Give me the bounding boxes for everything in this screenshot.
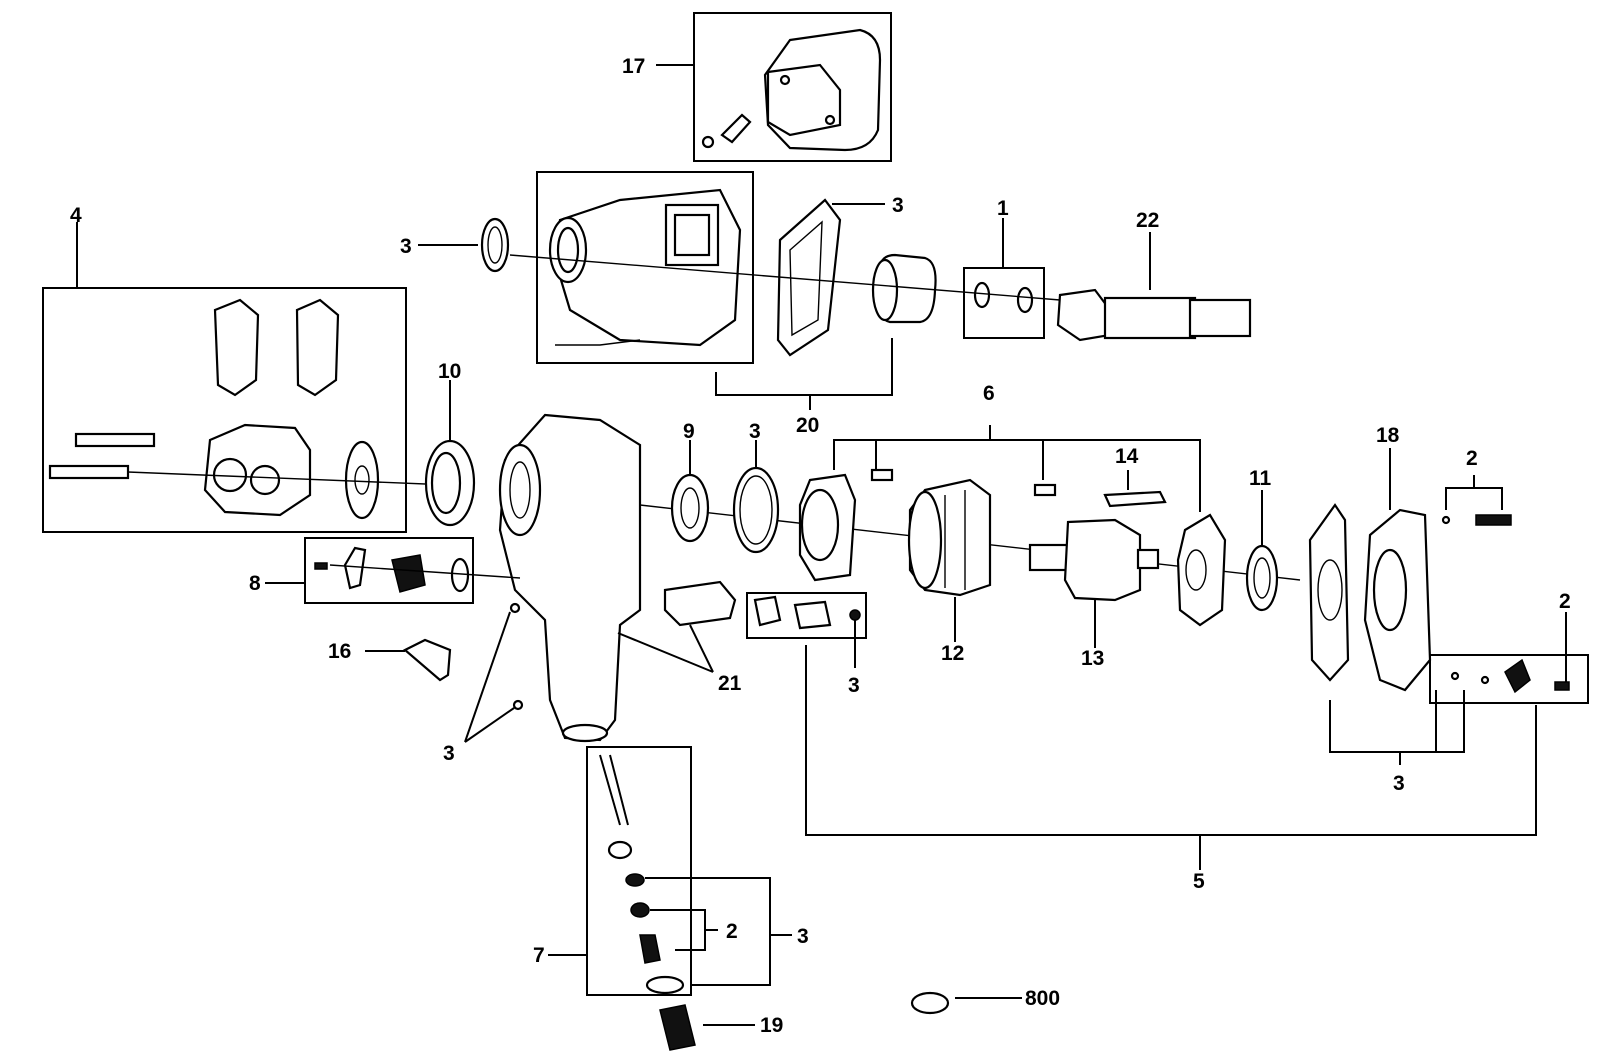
label-2: 2 [726,920,738,943]
label-800: 800 [1025,987,1060,1010]
seal-ring [480,217,510,273]
part-8-valve-box [304,537,521,604]
label-3: 3 [400,235,412,258]
label-9: 9 [683,420,695,443]
label-8: 8 [249,572,261,595]
bearing-11 [1245,544,1279,612]
label-12: 12 [941,642,964,665]
inlet-fitting [659,1004,696,1051]
label-10: 10 [438,360,461,383]
label-19: 19 [760,1014,783,1037]
label-3: 3 [797,925,809,948]
main-housing [498,413,642,743]
label-21: 21 [718,672,742,695]
label-14: 14 [1115,445,1139,468]
label-11: 11 [1249,467,1272,490]
part-4-hammer-box [42,287,451,533]
label-7: 7 [533,944,545,967]
rear-gasket-plate [1308,503,1350,682]
front-end-plate [798,473,857,582]
label-13: 13 [1081,647,1104,670]
label-4: 4 [70,204,82,227]
rear-end-plate [1176,513,1227,627]
label-5: 5 [1193,870,1205,893]
label-3: 3 [443,742,455,765]
back-cap [1363,508,1432,692]
label-3: 3 [1393,772,1405,795]
part-800 [910,991,950,1015]
label-3: 3 [749,420,761,443]
part-7-inlet-box [586,746,692,996]
anvil [1056,288,1252,342]
label-17: 17 [622,55,645,78]
seal-9 [670,473,710,543]
label-6: 6 [983,382,995,405]
bearing [424,439,476,527]
label-16: 16 [328,640,351,663]
rotor [1028,518,1160,602]
label-1: 1 [997,197,1009,220]
reverse-valve [663,580,737,627]
front-housing-box [536,171,754,364]
cylinder [907,478,992,597]
label-2: 2 [1559,590,1571,613]
gasket [776,198,842,357]
label-18: 18 [1376,424,1400,447]
label-2: 2 [1466,447,1478,470]
vane [1103,490,1167,508]
part-17-assembly [693,12,892,162]
trigger [403,638,452,682]
label-3: 3 [892,194,904,217]
label-20: 20 [796,414,819,437]
right-screw-box [1429,654,1589,704]
valve-box [746,592,867,639]
callout-labels: 17 3 3 1 22 4 10 20 6 9 3 14 11 18 2 8 1… [70,55,1571,1037]
label-3: 3 [848,674,860,697]
label-22: 22 [1136,209,1159,232]
